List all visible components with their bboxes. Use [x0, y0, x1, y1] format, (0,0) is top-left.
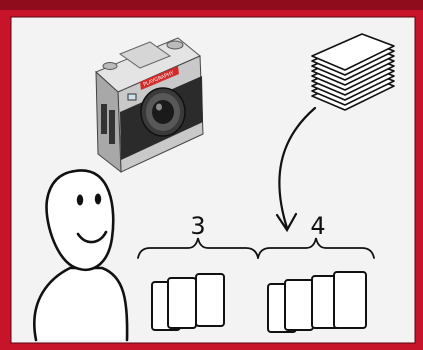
card [285, 280, 313, 330]
right-group-count: 4 [310, 212, 325, 240]
card [334, 272, 366, 328]
left-card-group [152, 274, 224, 330]
card [168, 278, 196, 328]
left-group-count: 3 [190, 212, 205, 240]
frame-top-shadow [0, 0, 423, 10]
card [196, 274, 224, 326]
